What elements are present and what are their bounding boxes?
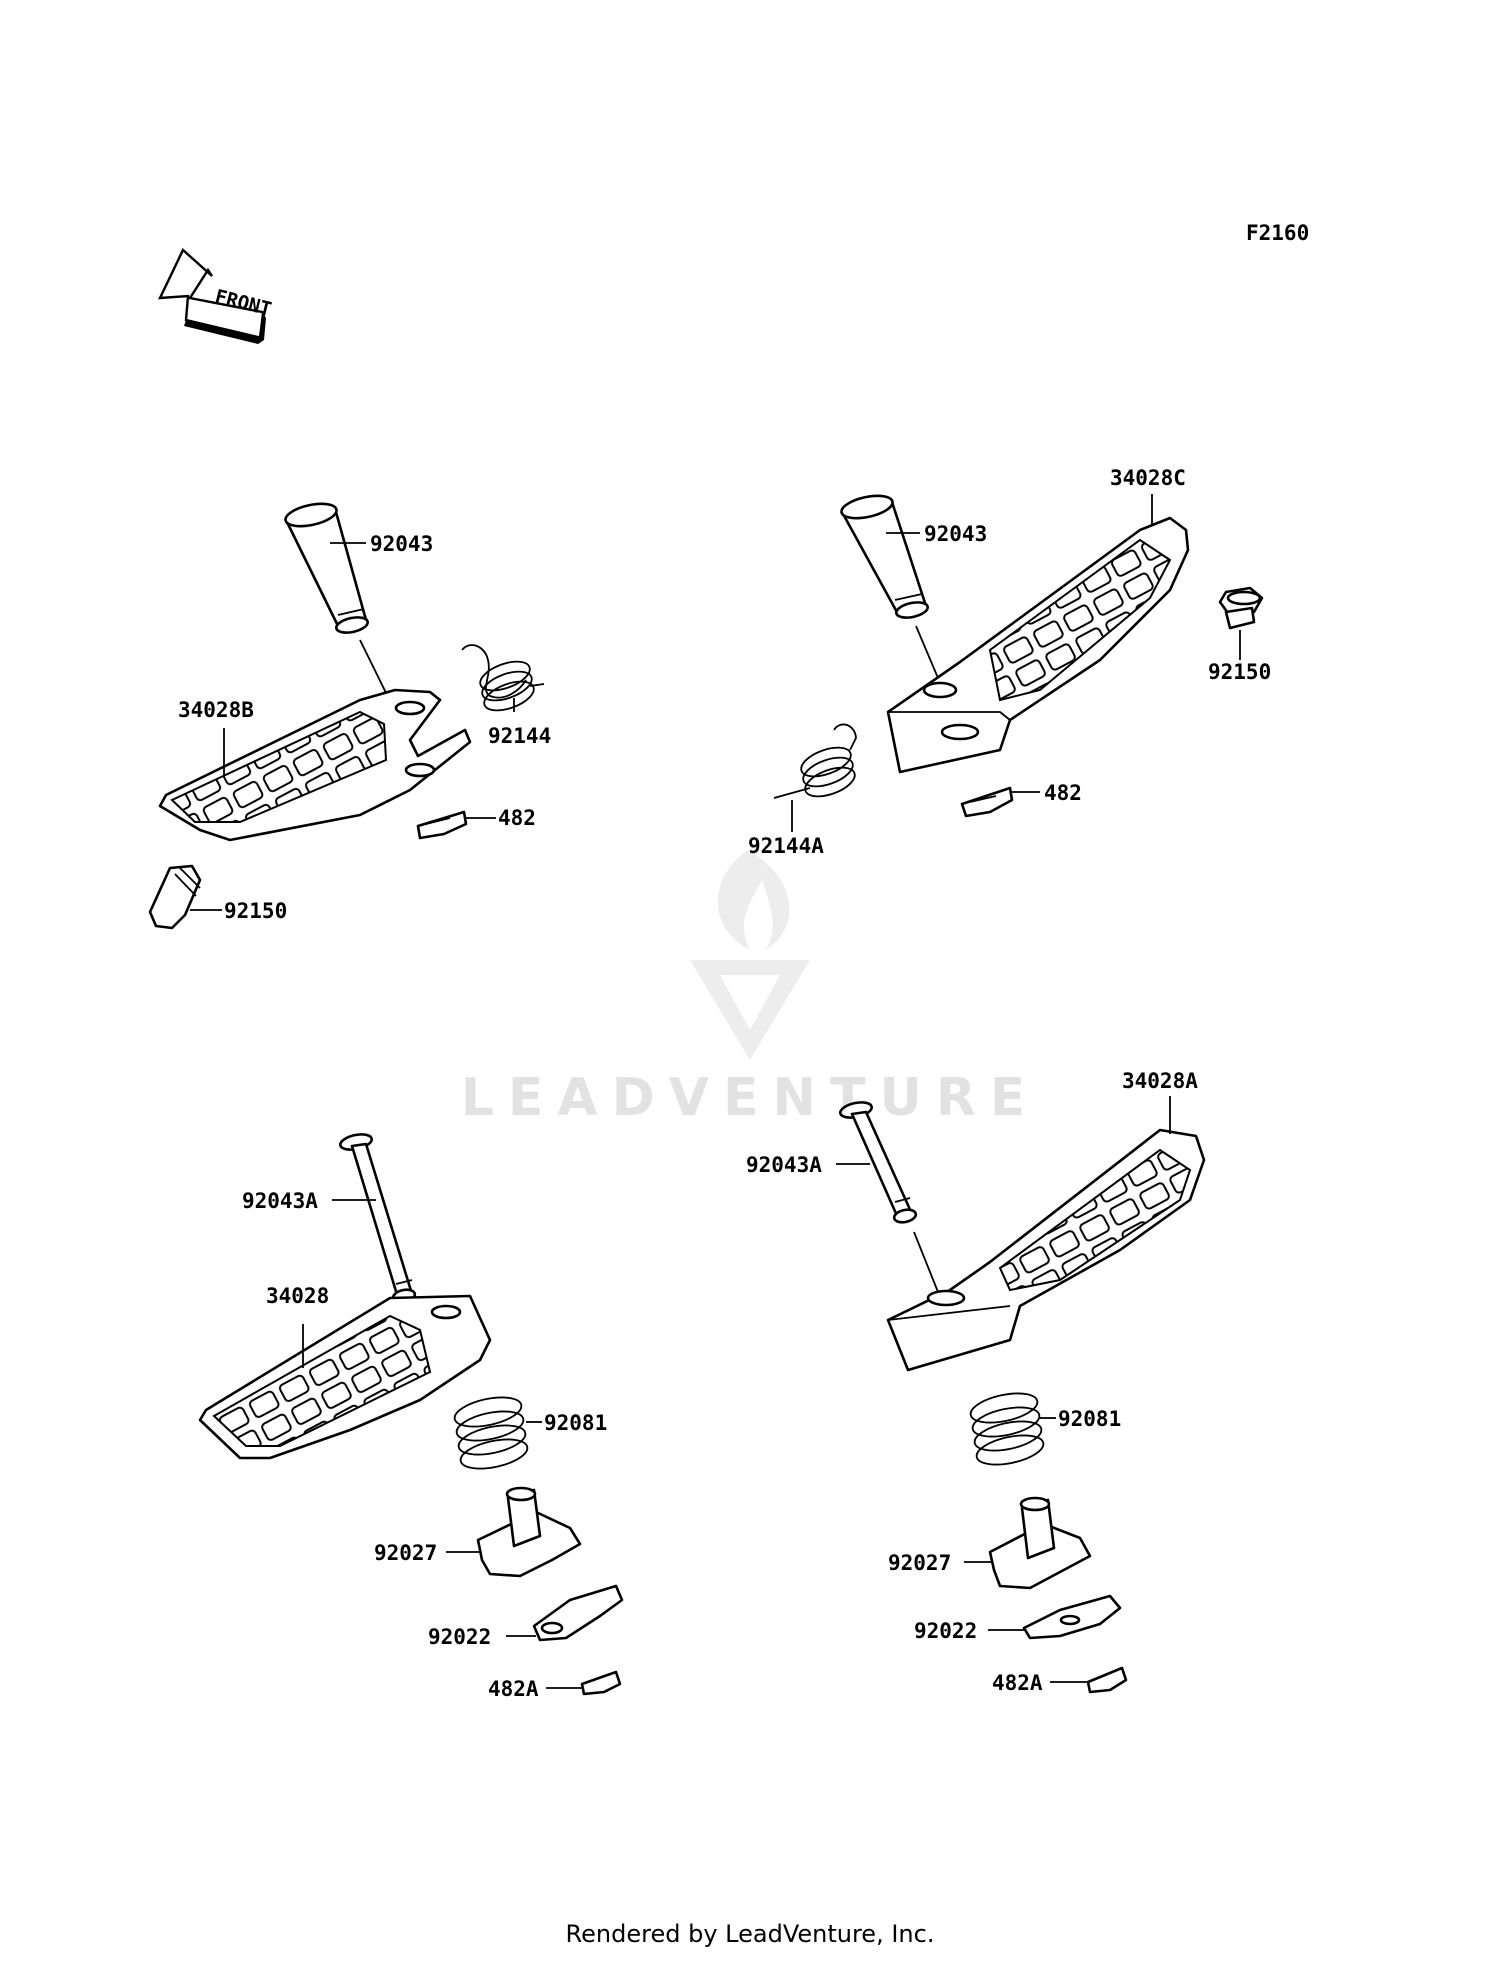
label-92043A: 92043A xyxy=(746,1153,822,1177)
clip-482A-bottom-left xyxy=(580,1670,622,1696)
bolt-92150-top-left xyxy=(148,864,202,930)
clip-482A-bottom-right xyxy=(1086,1666,1128,1694)
label-34028C: 34028C xyxy=(1110,466,1186,490)
label-482: 482 xyxy=(498,806,536,830)
label-34028B: 34028B xyxy=(178,698,254,722)
footpeg-assembly-top-right: 34028C 92043 92150 92144A 482 xyxy=(748,466,1271,858)
label-482A: 482A xyxy=(488,1677,539,1701)
label-92144: 92144 xyxy=(488,724,551,748)
pin-92043-top-left xyxy=(284,502,370,634)
label-92027: 92027 xyxy=(374,1541,437,1565)
spring-92081-bottom-left xyxy=(453,1396,529,1470)
front-arrow-icon: FRONT xyxy=(158,248,274,344)
clip-482-top-right xyxy=(960,786,1014,818)
label-34028: 34028 xyxy=(266,1284,329,1308)
label-482: 482 xyxy=(1044,781,1082,805)
label-92081: 92081 xyxy=(544,1411,607,1435)
label-92022: 92022 xyxy=(428,1625,491,1649)
bracket-92027-bottom-right xyxy=(988,1496,1092,1590)
label-92144A: 92144A xyxy=(748,834,824,858)
label-482A: 482A xyxy=(992,1671,1043,1695)
plate-92022-bottom-left xyxy=(532,1584,624,1642)
label-92043A: 92043A xyxy=(242,1189,318,1213)
watermark-text: LEADVENTURE xyxy=(461,1068,1040,1128)
watermark-logo xyxy=(690,850,810,1060)
bracket-92027-bottom-left xyxy=(476,1486,582,1578)
clip-482-top-left xyxy=(416,810,468,840)
label-92150: 92150 xyxy=(224,899,287,923)
footpeg-34028B xyxy=(158,688,472,842)
label-92150: 92150 xyxy=(1208,660,1271,684)
footpeg-34028A xyxy=(886,1128,1206,1372)
label-34028A: 34028A xyxy=(1122,1069,1198,1093)
spring-92081-bottom-right xyxy=(969,1392,1045,1466)
plate-92022-bottom-right xyxy=(1022,1594,1122,1640)
label-92043: 92043 xyxy=(924,522,987,546)
pin-92043A-bottom-right xyxy=(838,1101,918,1224)
bolt-92150-top-right xyxy=(1218,586,1264,630)
label-92027: 92027 xyxy=(888,1551,951,1575)
pin-92043A-bottom-left xyxy=(338,1133,417,1304)
footer-credit: Rendered by LeadVenture, Inc. xyxy=(565,1920,935,1948)
label-92043: 92043 xyxy=(370,532,433,556)
footpeg-assembly-bottom-right: 34028A 92043A 92081 92027 92022 482A xyxy=(746,1069,1206,1695)
footpeg-34028 xyxy=(198,1294,492,1460)
label-92081: 92081 xyxy=(1058,1407,1121,1431)
footpeg-34028C xyxy=(886,516,1190,774)
spring-92144A xyxy=(773,723,857,799)
diagram-code: F2160 xyxy=(1246,221,1309,245)
spring-92144 xyxy=(461,644,545,712)
pin-92043-top-right xyxy=(840,494,930,619)
footpeg-assembly-top-left: 92043 92144 34028B 482 92150 xyxy=(148,502,551,930)
label-92022: 92022 xyxy=(914,1619,977,1643)
footpeg-assembly-bottom-left: 92043A 34028 92081 92027 92022 482A xyxy=(198,1133,624,1701)
